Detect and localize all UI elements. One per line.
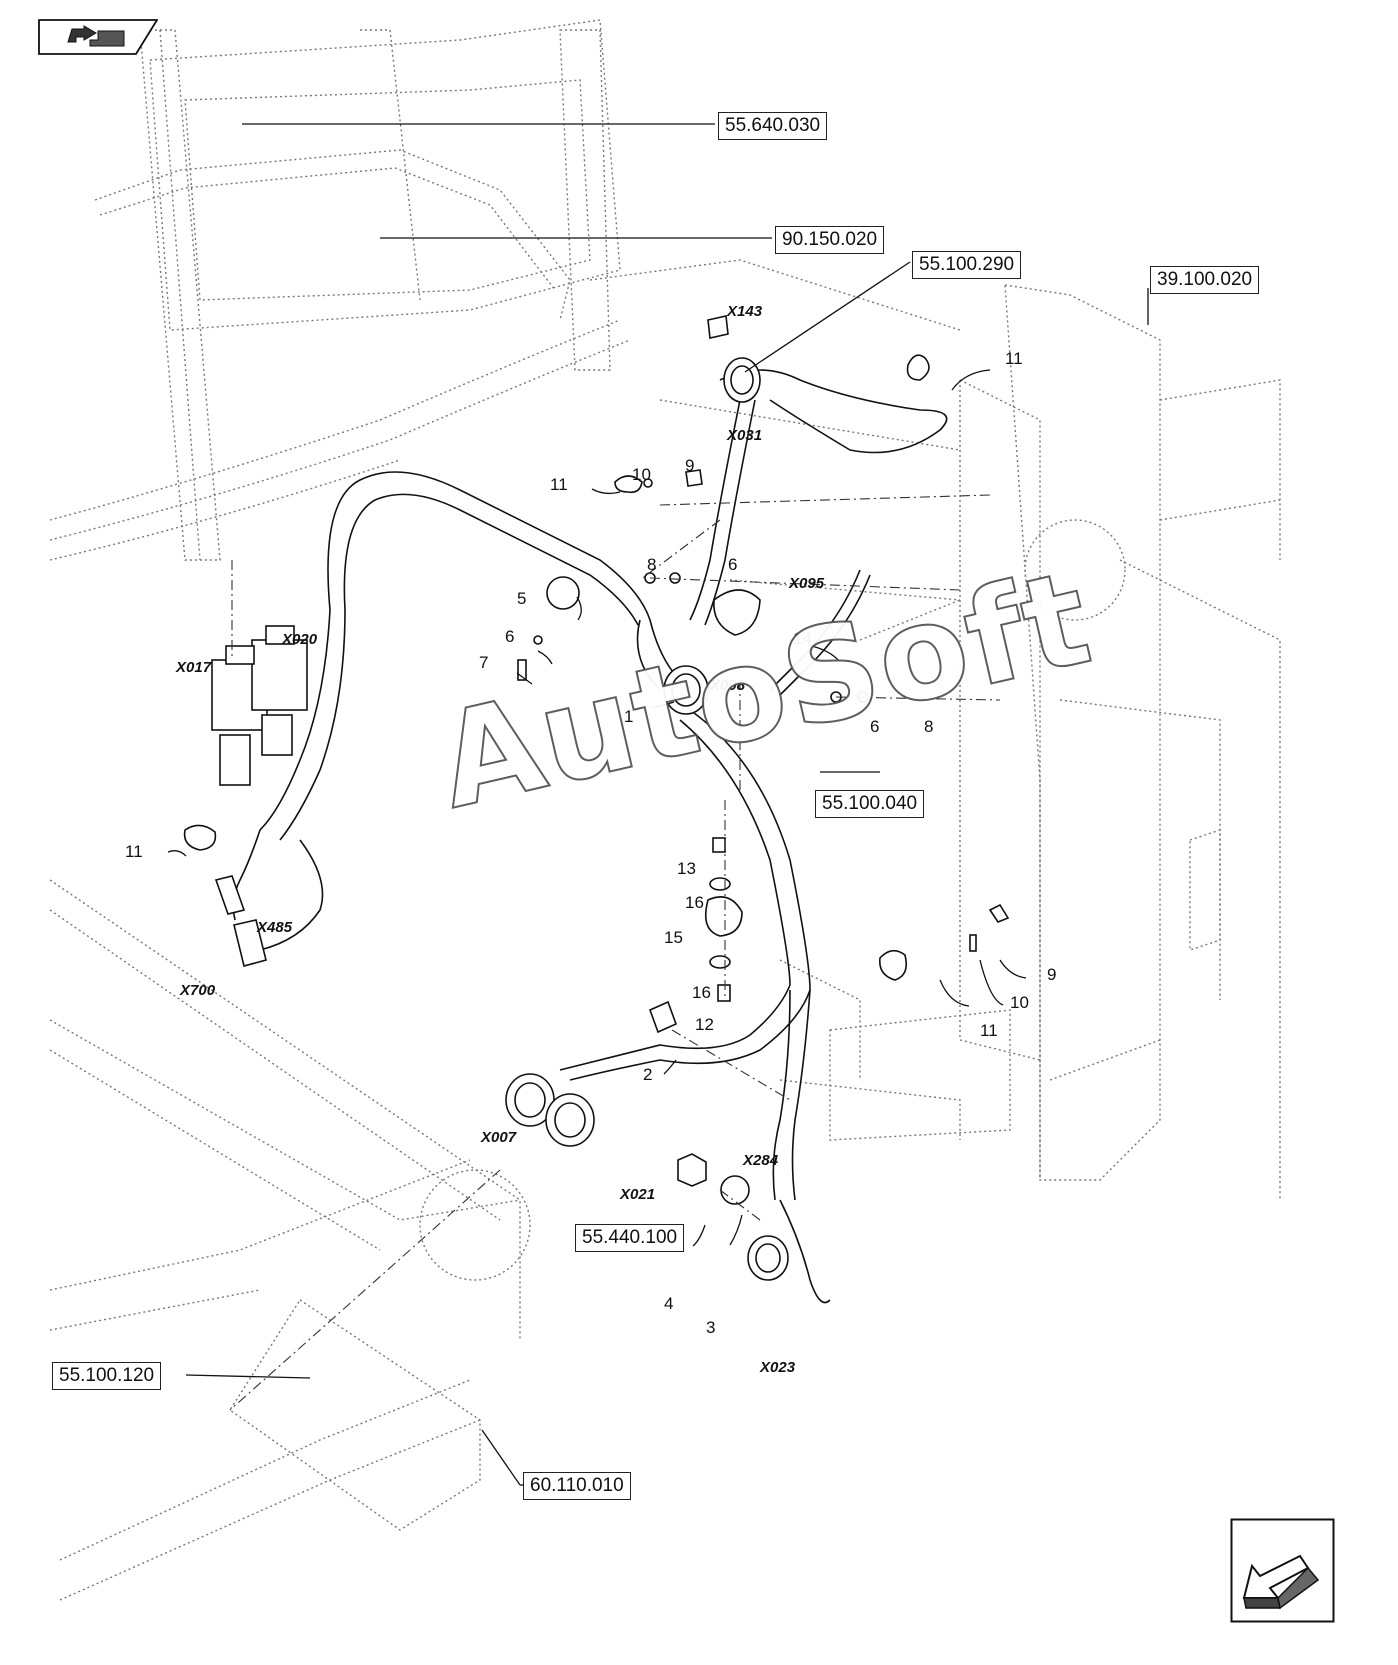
item-number-6: 6: [505, 627, 515, 646]
leader-lines: [167, 123, 1149, 1486]
next-arrow-icon: [1230, 1518, 1335, 1623]
item-number-9: 9: [685, 456, 695, 475]
alignment-lines: [229, 494, 1001, 1411]
item-number-11: 11: [550, 475, 568, 494]
back-button[interactable]: [38, 18, 159, 56]
connector-label-x031: X031: [727, 427, 763, 444]
item-number-6: 6: [870, 717, 880, 736]
ref-box-90-150-020[interactable]: 90.150.020: [775, 226, 885, 254]
item-number-11: 11: [1005, 349, 1023, 368]
connector-label-x021: X021: [620, 1186, 656, 1203]
item-number-13: 13: [677, 859, 696, 878]
next-button[interactable]: [1230, 1518, 1335, 1623]
item-number-4: 4: [664, 1294, 674, 1313]
connector-label-x095: X095: [789, 575, 825, 592]
connector-label-x700: X700: [180, 982, 216, 999]
item-number-5: 5: [517, 589, 527, 608]
ref-box-55-640-030[interactable]: 55.640.030: [718, 112, 828, 140]
item-number-8: 8: [924, 717, 934, 736]
item-number-16: 16: [685, 893, 704, 912]
background-frame-lines: [49, 19, 1281, 1601]
connector-label-x143: X143: [727, 303, 763, 320]
item-number-3: 3: [706, 1318, 716, 1337]
item-number-2: 2: [643, 1065, 653, 1084]
item-number-16: 16: [692, 983, 711, 1002]
item-number-1: 1: [624, 707, 634, 726]
connector-x020-body: [251, 639, 308, 711]
ref-box-55-100-120[interactable]: 55.100.120: [52, 1362, 162, 1390]
connector-label-x008: X008: [710, 677, 746, 694]
ref-box-39-100-020[interactable]: 39.100.020: [1150, 266, 1260, 294]
item-number-11: 11: [125, 842, 143, 861]
ref-box-55-440-100[interactable]: 55.440.100: [575, 1224, 685, 1252]
item-number-8: 8: [647, 555, 657, 574]
ref-box-60-110-010[interactable]: 60.110.010: [523, 1472, 631, 1500]
connector-label-x485: X485: [257, 919, 293, 936]
item-number-10: 10: [632, 465, 651, 484]
connector-label-x020: X020: [282, 631, 318, 648]
item-number-6: 6: [728, 555, 738, 574]
connector-label-x023: X023: [760, 1359, 796, 1376]
wiring-harness: [232, 369, 948, 1304]
item-number-7: 7: [479, 653, 489, 672]
connector-label-x284: X284: [743, 1152, 779, 1169]
connector-parts: [183, 315, 1010, 1281]
ref-box-55-100-040[interactable]: 55.100.040: [815, 790, 925, 818]
item-number-11: 11: [980, 1021, 998, 1040]
connector-label-x007: X007: [481, 1129, 517, 1146]
connector-label-x017: X017: [176, 659, 212, 676]
item-number-14: 14: [793, 629, 812, 648]
item-number-10: 10: [1010, 993, 1029, 1012]
back-arrow-icon: [38, 19, 159, 55]
item-number-9: 9: [1047, 965, 1057, 984]
ref-box-55-100-290[interactable]: 55.100.290: [912, 251, 1022, 279]
item-number-12: 12: [695, 1015, 714, 1034]
item-number-15: 15: [664, 928, 683, 947]
